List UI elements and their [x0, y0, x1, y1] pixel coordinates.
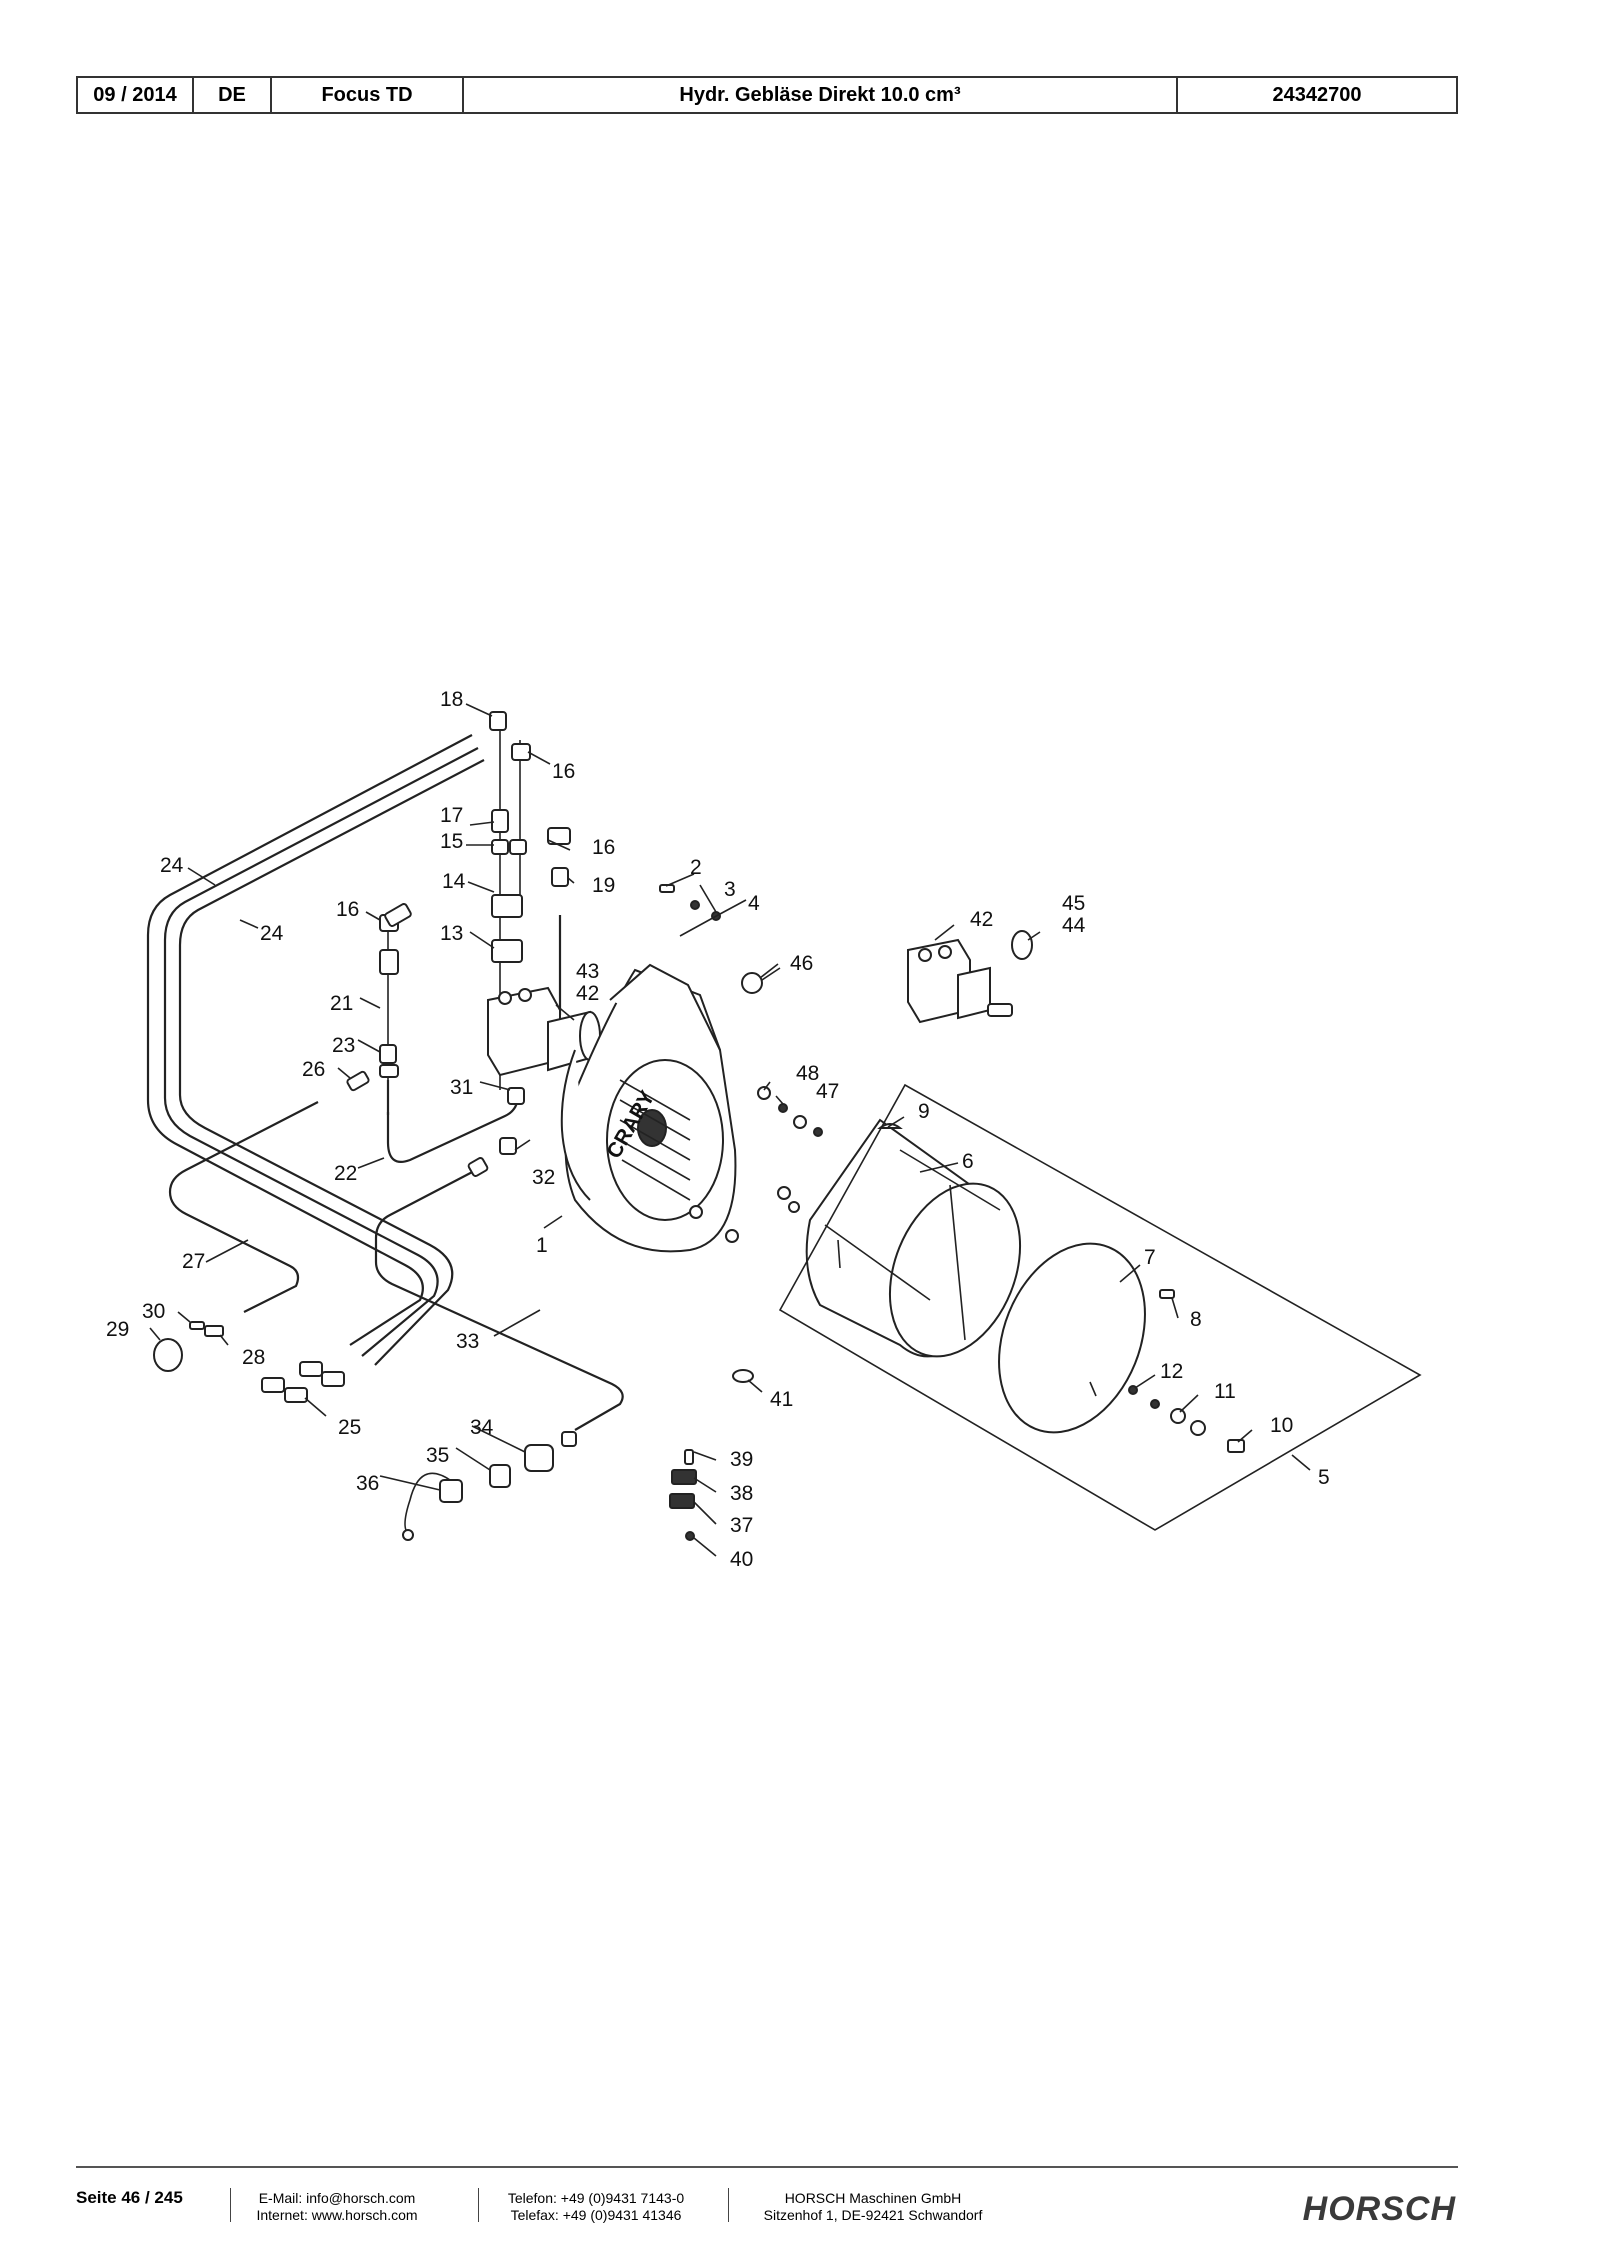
callout-24: 24 — [160, 854, 184, 877]
leader-lines — [149, 703, 1311, 1557]
page-footer: Seite 46 / 245 E-Mail: info@horsch.com I… — [76, 2186, 1458, 2236]
callout-34: 34 — [470, 1416, 494, 1439]
callout-46: 46 — [790, 952, 813, 975]
footer-fax: Telefax: +49 (0)9431 41346 — [510, 2207, 682, 2223]
callout-33: 33 — [456, 1330, 479, 1353]
callout-27: 27 — [182, 1250, 205, 1273]
drum-cover-disc — [998, 1242, 1146, 1434]
horsch-logo-text: HORSCH — [1303, 2190, 1457, 2226]
callout-9: 9 — [918, 1100, 930, 1123]
footer-divider — [230, 2188, 231, 2222]
callout-21: 21 — [330, 992, 353, 1015]
callout-15: 15 — [440, 830, 463, 853]
callout-16: 16 — [336, 898, 359, 921]
hydraulic-motor-mounted — [487, 986, 601, 1077]
callout-44: 44 — [1062, 914, 1086, 937]
disc-slot — [1089, 1381, 1097, 1397]
callout-10: 10 — [1270, 1414, 1293, 1437]
callout-6: 6 — [962, 1150, 974, 1173]
hose-24-assembly — [146, 734, 485, 1366]
callout-37: 37 — [730, 1514, 753, 1537]
callout-25: 25 — [338, 1416, 361, 1439]
callout-2: 2 — [690, 856, 702, 879]
callout-32: 32 — [532, 1166, 555, 1189]
footer-company-block: HORSCH Maschinen GmbH Sitzenhof 1, DE-92… — [748, 2190, 998, 2224]
callout-31: 31 — [450, 1076, 473, 1099]
footer-divider — [478, 2188, 479, 2222]
callout-11: 11 — [1214, 1380, 1236, 1403]
callout-labels: 18 16 17 15 16 14 19 16 13 43 42 21 23 2… — [106, 688, 1330, 1571]
o-ring-44 — [1011, 930, 1033, 960]
header-date: 09 / 2014 — [78, 78, 194, 112]
callout-35: 35 — [426, 1444, 449, 1467]
callout-22: 22 — [334, 1162, 357, 1185]
callout-13: 13 — [440, 922, 463, 945]
hose-33 — [374, 1167, 624, 1431]
callout-3: 3 — [724, 878, 736, 901]
page-number: Seite 46 / 245 — [76, 2188, 183, 2207]
callout-42: 42 — [970, 908, 993, 931]
callout-4: 4 — [748, 892, 760, 915]
callout-7: 7 — [1144, 1246, 1156, 1269]
assembly-outline — [778, 1083, 1422, 1531]
fan-housing: CRARY — [560, 963, 737, 1253]
callout-19: 19 — [592, 874, 615, 897]
callout-17: 17 — [440, 804, 463, 827]
callout-23: 23 — [332, 1034, 355, 1057]
hydraulic-motor-spare — [907, 938, 1013, 1024]
callout-38: 38 — [730, 1482, 753, 1505]
callout-24: 24 — [260, 922, 284, 945]
footer-address: Sitzenhof 1, DE-92421 Schwandorf — [763, 2207, 983, 2223]
callout-36: 36 — [356, 1472, 379, 1495]
callout-16: 16 — [592, 836, 615, 859]
callout-26: 26 — [302, 1058, 325, 1081]
horsch-logo: HORSCH — [1303, 2190, 1457, 2226]
footer-rule — [76, 2166, 1458, 2168]
callout-1: 1 — [536, 1234, 548, 1257]
footer-internet: Internet: www.horsch.com — [256, 2207, 418, 2223]
callout-39: 39 — [730, 1448, 753, 1471]
header-table: 09 / 2014 DE Focus TD Hydr. Gebläse Dire… — [76, 76, 1458, 114]
callout-14: 14 — [442, 870, 466, 893]
header-model: Focus TD — [272, 78, 464, 112]
drum — [805, 1118, 1022, 1358]
callout-16: 16 — [552, 760, 575, 783]
callout-42: 42 — [576, 982, 599, 1005]
callout-41: 41 — [770, 1388, 793, 1411]
callout-43: 43 — [576, 960, 599, 983]
footer-company: HORSCH Maschinen GmbH — [784, 2190, 962, 2206]
footer-divider — [728, 2188, 729, 2222]
footer-phone: Telefon: +49 (0)9431 7143-0 — [507, 2190, 685, 2206]
callout-45: 45 — [1062, 892, 1085, 915]
hose-27 — [168, 1101, 319, 1313]
header-part-number: 24342700 — [1272, 83, 1362, 106]
callout-29: 29 — [106, 1318, 129, 1341]
small-parts — [153, 884, 1245, 1541]
callout-40: 40 — [730, 1548, 753, 1571]
callout-18: 18 — [440, 688, 463, 711]
callout-47: 47 — [816, 1080, 839, 1103]
callout-28: 28 — [242, 1346, 265, 1369]
footer-email: E-Mail: info@horsch.com — [258, 2190, 416, 2206]
footer-contact-web: E-Mail: info@horsch.com Internet: www.ho… — [252, 2190, 422, 2224]
callout-30: 30 — [142, 1300, 165, 1323]
callout-8: 8 — [1190, 1308, 1202, 1331]
header-language: DE — [194, 78, 272, 112]
header-title: Hydr. Gebläse Direkt 10.0 cm³ — [464, 78, 1178, 112]
hose-22 — [386, 1088, 520, 1163]
fittings-stack — [346, 711, 571, 1177]
footer-contact-phone: Telefon: +49 (0)9431 7143-0 Telefax: +49… — [496, 2190, 696, 2224]
callout-48: 48 — [796, 1062, 819, 1085]
callout-12: 12 — [1160, 1360, 1183, 1383]
callout-5: 5 — [1318, 1466, 1330, 1489]
